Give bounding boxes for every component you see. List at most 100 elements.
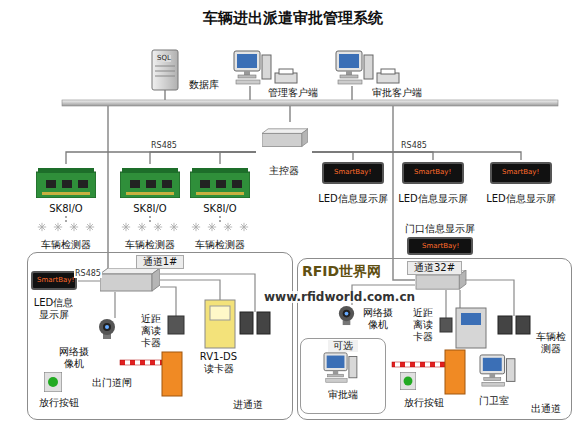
io-board-box: SK8I/O: [118, 164, 182, 216]
wire: [312, 152, 433, 160]
io-board-box: SK8I/O: [188, 164, 252, 216]
channel-32-devices: [400, 372, 416, 390]
led-screen: [408, 238, 472, 254]
channel-32-devices: [324, 353, 357, 382]
wire: [65, 216, 66, 222]
channel-32-devices: [440, 318, 452, 332]
wire: [220, 152, 256, 164]
signal-name: RS485: [150, 142, 178, 150]
network-bus: [108, 86, 415, 280]
computer-icon: [336, 51, 373, 84]
wire: [149, 216, 150, 222]
database-server: [152, 50, 178, 90]
io-board: [36, 168, 250, 198]
button-label: 放行按钮: [33, 396, 85, 410]
detector-star: [240, 223, 248, 231]
channel-32-devices: [392, 362, 445, 367]
channel-1-devices: [99, 319, 115, 339]
node-text: 网络摄像机: [362, 307, 394, 331]
detector-star: [122, 223, 130, 231]
detector-box: 车辆检测器: [116, 222, 184, 252]
detector-label: 车辆检测器: [534, 330, 568, 358]
screen-text: SmartBay!: [37, 277, 74, 284]
detector-star: [170, 223, 178, 231]
detector-star: [86, 223, 94, 231]
node-text: 放行按钮: [404, 397, 444, 409]
wire: [312, 152, 521, 160]
icon-text: SQL: [157, 55, 171, 62]
screen-text: SmartBay!: [414, 169, 451, 176]
controller-box: 主控器: [256, 118, 312, 178]
client-label: 管理客户端: [262, 86, 324, 100]
channel-1-devices: [205, 300, 235, 348]
channel-1-devices: [257, 312, 270, 334]
node-text: 车辆检测器: [536, 331, 566, 355]
node-text: 审批端: [328, 389, 358, 401]
node-text: 出通道: [531, 403, 561, 415]
channel-1-devices: [44, 268, 270, 396]
node-text: 近距离读卡器: [140, 313, 162, 349]
led-screen: [403, 163, 463, 183]
database-server: [155, 66, 175, 76]
channel-32-devices: [339, 306, 354, 325]
channel-32-devices: [456, 308, 486, 348]
detector-box: 车辆检测器: [186, 222, 254, 252]
channel-1-devices: [100, 268, 160, 291]
network-bus: [62, 100, 558, 106]
gate-screen-box: 门口信息显示屏: [398, 222, 482, 238]
computer-icon: [234, 51, 271, 84]
wire: [219, 216, 220, 222]
channel-1-devices: [162, 352, 182, 396]
signal-name: RS485: [74, 270, 102, 278]
lane-label: 出通道: [524, 402, 568, 416]
computer-icon: [377, 69, 399, 83]
detector-star: [224, 223, 232, 231]
node-text: LED信息显示屏: [486, 193, 556, 205]
node-text: 门口信息显示屏: [405, 223, 475, 235]
screen-text: SmartBay!: [334, 169, 371, 176]
node-text: 可选: [328, 340, 358, 352]
io-board: [36, 168, 96, 198]
detector-box: 车辆检测器: [32, 222, 100, 252]
node-text: 网络摄像机: [58, 346, 90, 370]
node-text: 通道32#: [407, 261, 462, 275]
lane-label: 进通道: [226, 398, 270, 412]
detector-star: [70, 223, 78, 231]
node-text: 进通道: [233, 399, 263, 411]
watermark: www.rfidworld.com.cn: [262, 291, 417, 303]
channel-1-devices: [120, 360, 162, 365]
node-text: 车辆检测器: [41, 239, 91, 251]
node-text: 管理客户端: [268, 87, 318, 99]
channel-32-devices: [324, 270, 530, 394]
led-screen-box: LED信息显示屏: [316, 160, 390, 206]
node-text: 门卫室: [479, 395, 509, 407]
main-controller: [262, 129, 308, 147]
detector-star: [192, 223, 200, 231]
watermark: RFID世界网: [300, 264, 383, 278]
channel-32-devices: [516, 316, 530, 334]
channel-1-devices: [210, 306, 230, 320]
node-text: 主控器: [269, 165, 299, 177]
screen-text: SmartBay!: [422, 243, 459, 250]
detector-star: [208, 223, 216, 231]
node-text: 近距离读卡器: [412, 307, 434, 343]
wire: [150, 152, 256, 164]
channel-1-devices: [168, 316, 184, 334]
node-text: 审批客户端: [372, 87, 422, 99]
signal-name: RS485: [400, 142, 428, 150]
node-text: 出门道闸: [92, 377, 132, 389]
computer-icon: [234, 51, 399, 84]
channel-32-devices: [498, 316, 512, 334]
node-text: LED信息显示屏: [32, 297, 76, 321]
detector-star: [138, 223, 146, 231]
vehicle-detector-symbol: [38, 223, 248, 231]
led-screen-box: LED信息显示屏: [396, 160, 470, 206]
client-label: 审批客户端: [366, 86, 428, 100]
computer-icon: [275, 69, 297, 83]
led-screen: [491, 163, 551, 183]
node-text: 车辆检测器: [195, 239, 245, 251]
diagram-title: 车辆进出派遣审批管理系统: [0, 9, 586, 28]
reader-label: RV1-DS读卡器: [196, 350, 242, 378]
node-text: 数据库: [189, 79, 219, 91]
